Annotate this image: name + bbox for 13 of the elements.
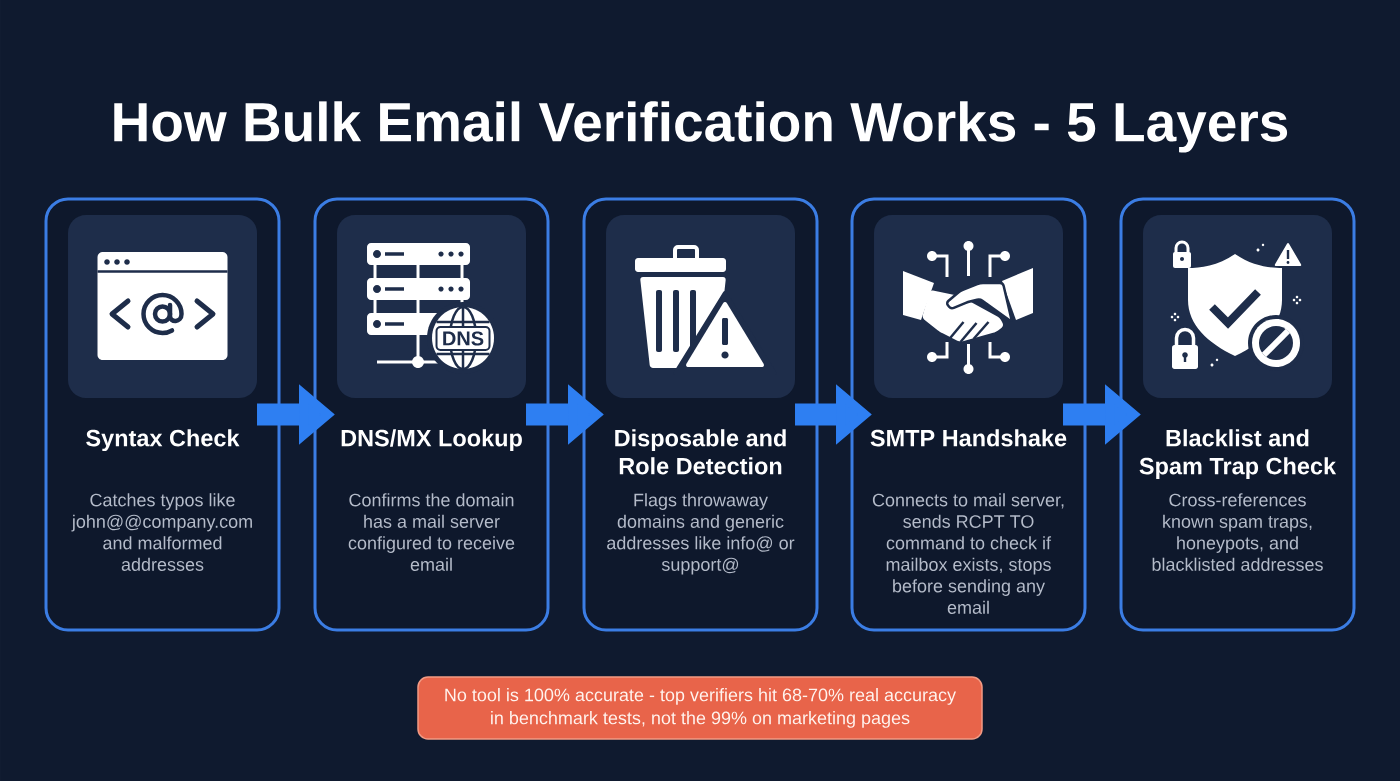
- step-title: DNS/MX Lookup: [341, 429, 522, 452]
- step-title: SMTP Handshake: [870, 429, 1067, 447]
- title: How Bulk Email Verification Works - 5 Layers: [114, 101, 1288, 153]
- globe-label: DNS: [443, 331, 484, 346]
- step-title: Syntax Check: [86, 429, 240, 452]
- step-description: Cross-references known spam traps, honeypots, and blacklisted addresses: [1152, 493, 1323, 571]
- step-title: Blacklist and Spam Trap Check: [1139, 429, 1337, 480]
- step-description: Catches typos like john@@company.com and malformed addresses: [71, 493, 252, 571]
- step-title: Disposable and Role Detection: [615, 429, 786, 475]
- step-description: Flags throwaway domains and generic addresses like info@ or support@: [607, 493, 795, 575]
- step-description: Confirms the domain has a mail server configured to receive email: [348, 493, 515, 571]
- note-box: No tool is 100% accurate - top verifiers hit 68-70% real accuracy in benchmark tests, not the 99% on marketing pages: [417, 676, 983, 740]
- step-description: Connects to mail server, sends RCPT TO command to check if mailbox exists, stops before sending any email: [872, 493, 1064, 614]
